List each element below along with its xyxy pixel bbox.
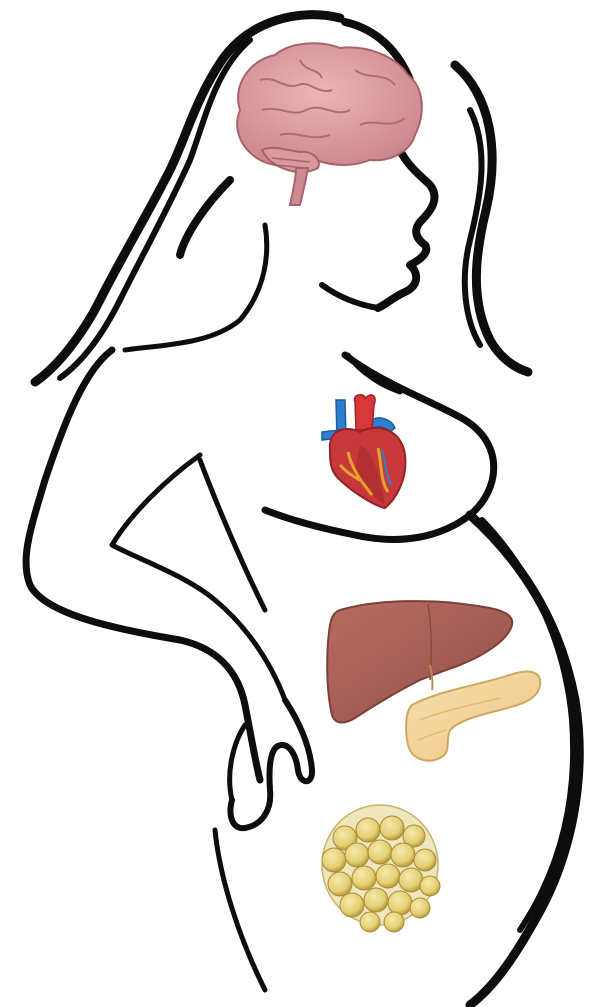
belly-outline (470, 515, 579, 1005)
brain-icon (237, 43, 422, 205)
adipose-tissue-icon (322, 805, 440, 932)
hand-outline (230, 700, 312, 828)
heart-icon (322, 395, 405, 508)
pancreas-icon (406, 672, 540, 761)
arm-outline (26, 350, 285, 780)
lower-body-outline (215, 830, 265, 990)
